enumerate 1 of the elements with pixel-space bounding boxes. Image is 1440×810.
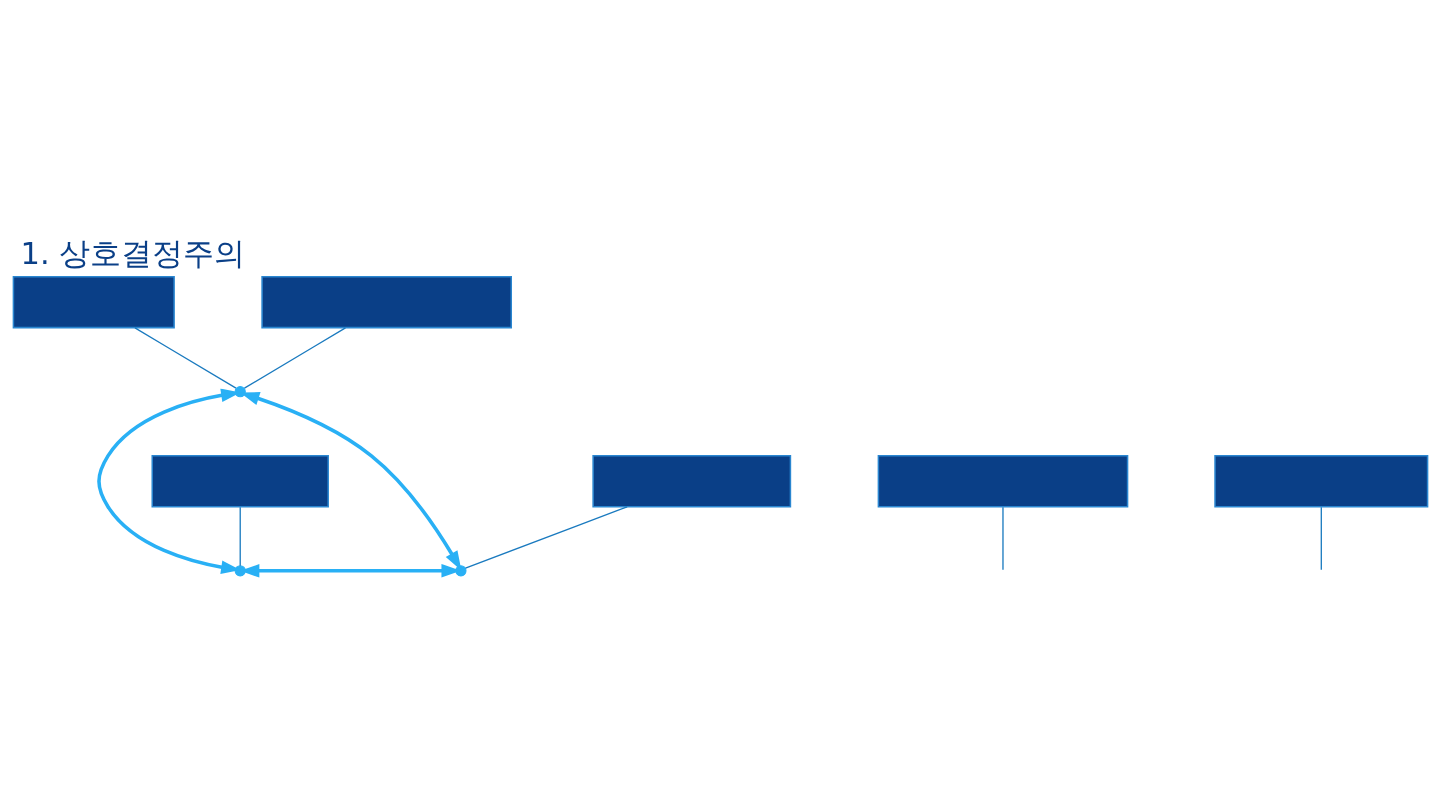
diagram-title: 1. 상호결정주의: [20, 235, 245, 271]
